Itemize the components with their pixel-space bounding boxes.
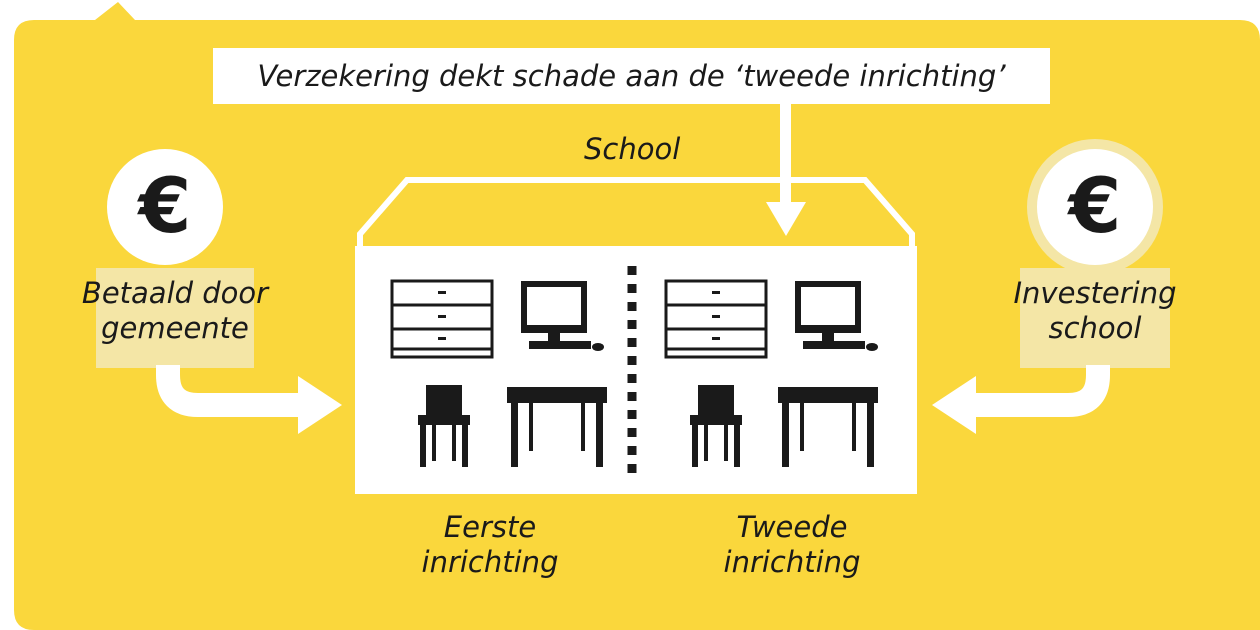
table-icon	[778, 387, 878, 467]
arrow-icon	[766, 104, 806, 236]
left-euro-coin	[107, 149, 223, 265]
left-label-line1: Betaald door	[81, 276, 269, 310]
left-label-line2: gemeente	[101, 310, 249, 345]
right-euro-coin	[1037, 149, 1153, 265]
second-furnishing-label: Tweede inrichting	[702, 510, 882, 580]
euro-icon: €	[137, 161, 192, 250]
arrow-icon	[156, 365, 342, 434]
euro-icon: €	[1067, 161, 1122, 250]
chair-icon	[418, 385, 470, 467]
computer-icon	[521, 281, 604, 351]
second-label-line2: inrichting	[723, 544, 861, 579]
banner-text: Verzekering dekt schade aan de ‘tweede i…	[257, 59, 1006, 93]
second-label-line1: Tweede	[736, 510, 848, 544]
arrow-icon	[932, 365, 1110, 434]
right-label-highlight	[1020, 268, 1170, 368]
right-label-line1: Investering	[1013, 276, 1177, 310]
left-funding-label: Betaald door gemeente	[60, 276, 290, 346]
first-label-line2: inrichting	[421, 544, 559, 579]
chair-icon	[690, 385, 742, 467]
school-label: School	[584, 132, 681, 166]
computer-icon	[795, 281, 878, 351]
right-label-line2: school	[1048, 310, 1142, 345]
right-funding-label: Investering school	[995, 276, 1195, 346]
first-label-line1: Eerste	[443, 510, 537, 544]
cabinet-icon	[664, 279, 768, 359]
first-furnishing-label: Eerste inrichting	[400, 510, 580, 580]
table-icon	[507, 387, 607, 467]
cabinet-icon	[390, 279, 494, 359]
left-label-highlight	[96, 268, 254, 368]
insurance-banner: Verzekering dekt schade aan de ‘tweede i…	[213, 48, 1050, 104]
school-roof	[357, 177, 915, 246]
